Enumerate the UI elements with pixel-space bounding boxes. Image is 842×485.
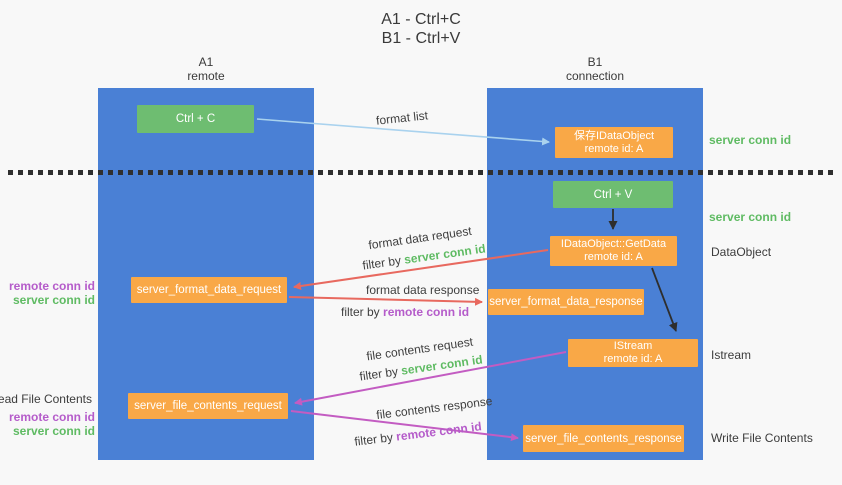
node-save-idataobject: 保存IDataObject remote id: A xyxy=(555,127,673,158)
label-file-contents-response: file contents response xyxy=(375,393,494,423)
node-server-format-data-response: server_format_data_response xyxy=(488,289,644,315)
label-server-conn-id-right-1: server conn id xyxy=(709,133,792,147)
node-istream-line2: remote id: A xyxy=(603,353,663,365)
label-istream-side: Istream xyxy=(711,348,752,362)
label-remote-conn-id-left-2: remote conn id xyxy=(8,410,95,424)
title-line-2: B1 - Ctrl+V xyxy=(381,30,461,47)
column-a-subtitle: remote xyxy=(187,69,225,83)
node-istream: IStream remote id: A xyxy=(568,339,698,367)
label-filter-by-1: filter by xyxy=(361,253,402,273)
label-filter-remote-2: filter by remote conn id xyxy=(354,419,483,449)
node-ctrl-v: Ctrl + V xyxy=(553,181,673,208)
label-dataobject: DataObject xyxy=(711,245,772,259)
label-remote-conn-id-left-1: remote conn id xyxy=(8,279,95,293)
label-filter-by-3: filter by xyxy=(358,364,399,384)
node-getdata-line2: remote id: A xyxy=(584,251,643,263)
node-istream-line1: IStream xyxy=(613,340,653,352)
column-a-name: A1 xyxy=(198,55,214,69)
label-filter-remote-1: filter by remote conn id xyxy=(341,305,469,319)
column-a-header: A1 remote xyxy=(98,55,314,83)
dotted-separator xyxy=(8,170,834,175)
node-ctrl-c: Ctrl + C xyxy=(137,105,254,133)
column-b-name: B1 xyxy=(587,55,603,69)
label-filter-by-4: filter by xyxy=(353,430,394,449)
node-getdata-line1: IDataObject::GetData xyxy=(560,238,667,250)
node-server-file-contents-response: server_file_contents_response xyxy=(523,425,684,452)
node-idataobject-getdata: IDataObject::GetData remote id: A xyxy=(550,236,677,266)
node-save-idataobject-line2: remote id: A xyxy=(584,142,644,155)
label-format-data-response: format data response xyxy=(366,283,480,297)
label-conn-ids-left-2: remote conn id server conn id xyxy=(9,410,95,438)
label-filter-by-2: filter by xyxy=(341,305,380,319)
label-read-file-contents: Read File Contents xyxy=(0,392,92,406)
label-conn-ids-left-1: remote conn id server conn id xyxy=(9,279,95,307)
column-b-header: B1 connection xyxy=(487,55,703,83)
node-server-file-contents-request: server_file_contents_request xyxy=(128,393,288,419)
label-server-conn-id-left-2: server conn id xyxy=(12,424,95,438)
label-format-list: format list xyxy=(375,108,429,128)
label-server-conn-id-right-2: server conn id xyxy=(709,210,792,224)
label-server-conn-id-left-1: server conn id xyxy=(12,293,95,307)
diagram-title: A1 - Ctrl+C B1 - Ctrl+V xyxy=(0,10,842,48)
label-write-file-contents: Write File Contents xyxy=(711,431,813,445)
column-b-subtitle: connection xyxy=(565,69,625,83)
title-line-1: A1 - Ctrl+C xyxy=(381,11,461,28)
node-server-format-data-request: server_format_data_request xyxy=(131,277,287,303)
label-remote-conn-id-filter-1: remote conn id xyxy=(383,305,470,319)
node-save-idataobject-line1: 保存IDataObject xyxy=(573,129,655,142)
label-remote-conn-id-filter-2: remote conn id xyxy=(395,419,483,444)
arrow-format-data-response xyxy=(288,296,483,306)
